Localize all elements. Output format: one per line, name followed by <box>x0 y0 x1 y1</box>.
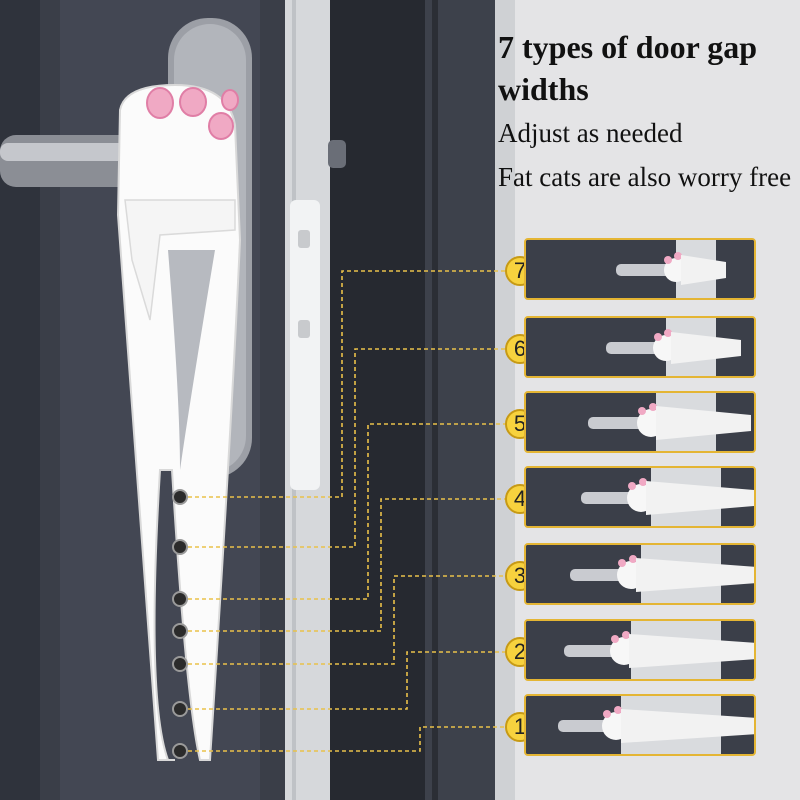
gap-thumbnail-7 <box>524 238 756 300</box>
gap-thumbnail-6 <box>524 316 756 378</box>
adjustment-holes <box>172 489 188 759</box>
gap-thumbnail-2 <box>524 619 756 681</box>
guide-lines <box>188 270 510 752</box>
subheading-fat-cats: Fat cats are also worry free <box>498 162 792 192</box>
gap-thumbnail-1 <box>524 694 756 756</box>
gap-thumbnail-5 <box>524 391 756 453</box>
gap-thumbnail-3 <box>524 543 756 605</box>
subheading-adjust: Adjust as needed <box>498 118 683 148</box>
caption-block: 7 types of door gap widths Adjust as nee… <box>498 26 798 194</box>
paw-pads <box>146 87 239 140</box>
headline: 7 types of door gap widths <box>498 29 757 107</box>
gap-thumbnail-4 <box>524 466 756 528</box>
